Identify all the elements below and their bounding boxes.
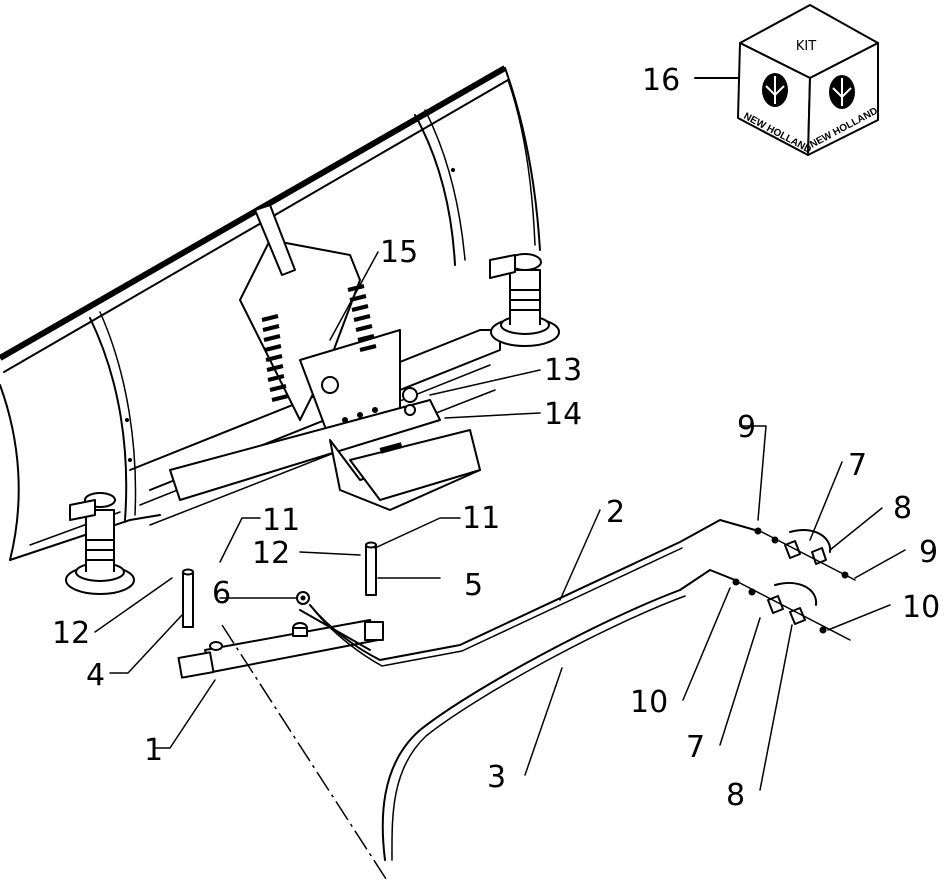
callout-9-lower: 9 bbox=[919, 535, 938, 570]
spring-left bbox=[261, 314, 289, 402]
upper-fitting-group bbox=[754, 527, 856, 581]
spring-right bbox=[347, 284, 377, 352]
pin-4 bbox=[182, 568, 194, 628]
new-holland-leaf-icon bbox=[829, 75, 855, 109]
skid-shoe-right bbox=[489, 253, 560, 347]
callout-7-upper: 7 bbox=[848, 448, 867, 483]
callout-12-lower: 12 bbox=[52, 616, 90, 651]
callout-6: 6 bbox=[212, 576, 231, 611]
callout-16: 16 bbox=[642, 63, 680, 98]
lower-fitting-group bbox=[732, 578, 851, 641]
pin-5 bbox=[365, 541, 377, 596]
callout-2: 2 bbox=[606, 495, 625, 530]
callout-4: 4 bbox=[86, 658, 105, 693]
callout-13: 13 bbox=[544, 353, 582, 388]
hose-2 bbox=[309, 519, 756, 667]
callout-9-upper: 9 bbox=[737, 410, 756, 445]
callout-11-right: 11 bbox=[462, 501, 500, 536]
blade-mount-frame bbox=[169, 204, 481, 511]
hose-3 bbox=[299, 569, 736, 861]
callout-11-left: 11 bbox=[262, 503, 300, 538]
callout-3: 3 bbox=[487, 760, 506, 795]
hydraulic-cylinder bbox=[177, 619, 384, 679]
callout-1: 1 bbox=[144, 733, 163, 768]
new-holland-leaf-icon bbox=[762, 73, 788, 107]
callout-5: 5 bbox=[464, 568, 483, 603]
callout-10-lower: 10 bbox=[630, 685, 668, 720]
callout-labels: 16 15 13 14 9 7 8 9 10 2 11 11 12 5 6 12… bbox=[52, 63, 940, 813]
callout-7-lower: 7 bbox=[686, 730, 705, 765]
center-line bbox=[221, 624, 389, 883]
kit-top-label: KIT bbox=[796, 39, 816, 54]
leader-lines bbox=[94, 77, 906, 791]
callout-12-upper: 12 bbox=[252, 536, 290, 571]
kit-box: KIT NEW HOLLAND NEW HOLLAND bbox=[737, 4, 880, 156]
callout-15: 15 bbox=[380, 235, 418, 270]
callout-10-right: 10 bbox=[902, 590, 940, 625]
callout-8-lower: 8 bbox=[726, 778, 745, 813]
skid-shoe-left bbox=[65, 492, 135, 595]
callout-8-upper: 8 bbox=[893, 491, 912, 526]
callout-14: 14 bbox=[544, 397, 582, 432]
fitting-6 bbox=[296, 591, 310, 605]
